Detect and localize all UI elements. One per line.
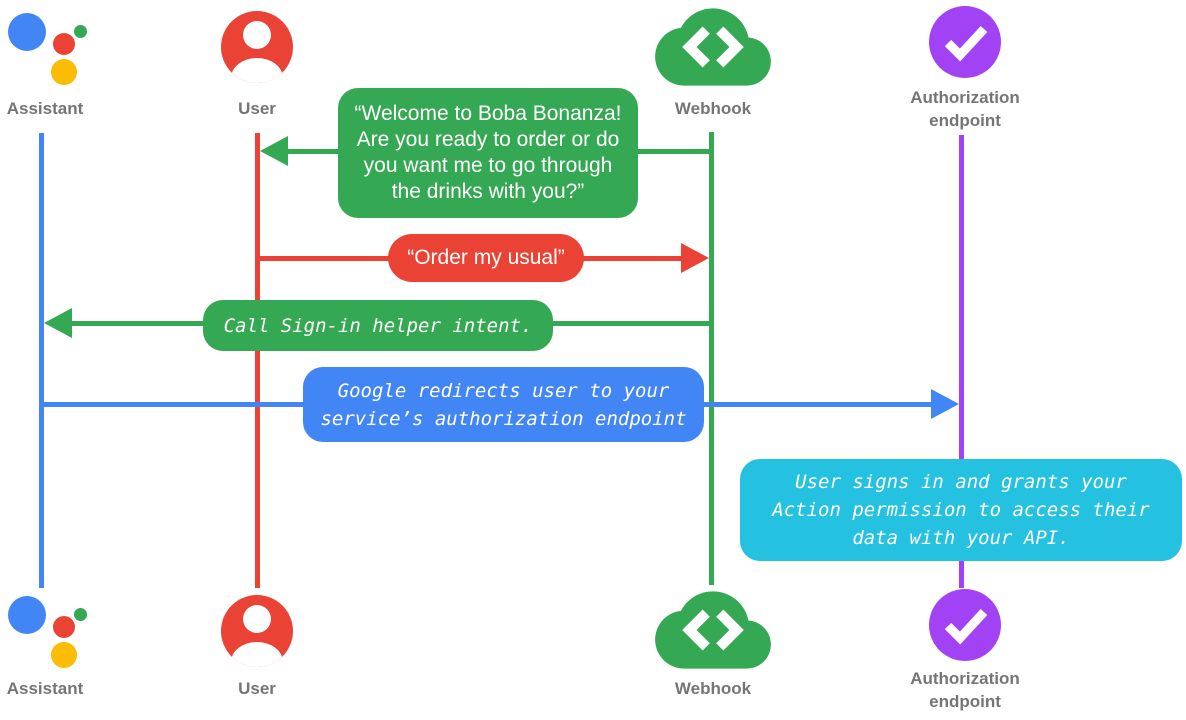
redirect-arrowhead-right [931,389,959,419]
cloud-code-icon [655,591,771,669]
assistant-yellow-circle [51,642,77,668]
signin-message-bubble: Call Sign-in helper intent. [203,300,553,351]
user-icon [221,595,293,667]
user-icon-body [231,642,283,667]
user-lifeline [255,133,260,588]
webhook-label-top: Webhook [674,99,752,118]
order-arrowhead-right [681,243,709,273]
order-message-bubble: “Order my usual” [388,234,584,282]
assistant-label-bottom: Assistant [6,679,84,698]
assistant-blue-circle [8,596,46,634]
welcome-arrowhead-left [260,136,288,166]
google-assistant-icon [0,593,92,671]
check-circle-icon [929,6,1001,78]
assistant-green-dot [74,608,87,621]
assistant-red-circle [53,616,75,638]
redirect-message-bubble: Google redirects user to your service’s … [303,367,704,442]
welcome-message-bubble: “Welcome to Boba Bonanza! Are you ready … [338,88,638,218]
webhook-label-bottom: Webhook [674,679,752,698]
assistant-lifeline [39,133,44,588]
assistant-yellow-circle [51,59,77,85]
webhook-lifeline [709,132,714,585]
grant-note-bubble: User signs in and grants your Action per… [740,459,1182,561]
auth-endpoint-label-top: Authorization endpoint [910,88,1020,130]
user-label-top: User [238,99,276,118]
assistant-blue-circle [8,13,46,51]
user-icon-head [243,21,271,49]
signin-arrowhead-left [44,308,72,338]
check-circle-icon [929,589,1001,661]
assistant-red-circle [53,33,75,55]
assistant-green-dot [74,25,87,38]
google-assistant-icon [0,10,92,88]
assistant-label-top: Assistant [6,99,84,118]
auth-endpoint-lifeline [959,135,964,588]
user-label-bottom: User [238,679,276,698]
user-icon-body [231,58,283,83]
cloud-code-icon [655,8,771,86]
auth-endpoint-label-bottom: Authorization endpoint [910,669,1020,711]
user-icon-head [243,605,271,633]
user-icon [221,11,293,83]
